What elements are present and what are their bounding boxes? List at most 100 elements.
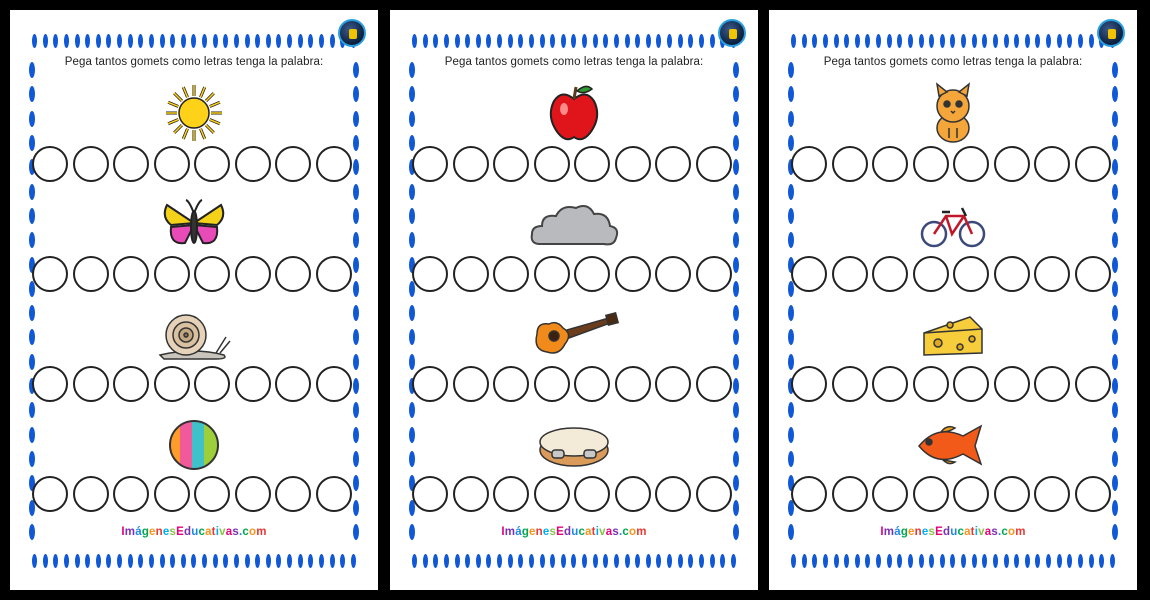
gomet-circle[interactable] [153, 366, 190, 402]
gomet-circle[interactable] [412, 366, 448, 402]
gomet-circle[interactable] [953, 366, 990, 402]
gomet-circle[interactable] [194, 366, 231, 402]
gomet-circle[interactable] [113, 366, 150, 402]
gomet-circle[interactable] [72, 146, 109, 182]
gomet-circle[interactable] [993, 146, 1030, 182]
gomet-circle[interactable] [872, 146, 909, 182]
gomet-circle[interactable] [32, 476, 68, 512]
gomet-circle[interactable] [32, 256, 68, 292]
gomet-circle[interactable] [953, 256, 990, 292]
gomet-circle[interactable] [574, 476, 611, 512]
gomet-circle[interactable] [32, 146, 68, 182]
gomet-circle[interactable] [872, 476, 909, 512]
gomet-circle[interactable] [695, 146, 732, 182]
gomet-circle[interactable] [614, 146, 651, 182]
gomet-circle[interactable] [1034, 476, 1071, 512]
gomet-circle[interactable] [614, 256, 651, 292]
gomet-circle[interactable] [412, 476, 448, 512]
gomet-circle[interactable] [831, 476, 868, 512]
gomet-circle[interactable] [275, 146, 312, 182]
gomet-circle[interactable] [791, 146, 827, 182]
gomet-circle[interactable] [234, 366, 271, 402]
gomet-circle[interactable] [574, 366, 611, 402]
gomet-circle[interactable] [275, 476, 312, 512]
gomet-circle[interactable] [533, 366, 570, 402]
gomet-circle[interactable] [993, 476, 1030, 512]
gomet-circle[interactable] [315, 256, 352, 292]
gomet-circle[interactable] [194, 146, 231, 182]
gomet-circle[interactable] [234, 146, 271, 182]
gomet-circle[interactable] [315, 146, 352, 182]
gomet-circle[interactable] [953, 476, 990, 512]
gomet-circle[interactable] [614, 366, 651, 402]
gomet-circle[interactable] [113, 256, 150, 292]
gomet-circle[interactable] [452, 366, 489, 402]
gomet-circle[interactable] [32, 366, 68, 402]
gomet-circle[interactable] [872, 366, 909, 402]
gomet-circle[interactable] [695, 256, 732, 292]
gomet-circle[interactable] [1034, 146, 1071, 182]
gomet-circle[interactable] [655, 256, 692, 292]
gomet-circle[interactable] [831, 256, 868, 292]
gomet-circle[interactable] [695, 366, 732, 402]
gomet-circle[interactable] [234, 476, 271, 512]
gomet-circle[interactable] [993, 256, 1030, 292]
gomet-circle[interactable] [533, 476, 570, 512]
gomet-circle[interactable] [452, 476, 489, 512]
gomet-circle[interactable] [912, 476, 949, 512]
gomet-circle[interactable] [153, 256, 190, 292]
gomet-circle[interactable] [1074, 256, 1111, 292]
brand-logo-icon [718, 19, 746, 47]
gomet-circle[interactable] [113, 146, 150, 182]
gomet-circle[interactable] [412, 256, 448, 292]
gomet-circle[interactable] [831, 366, 868, 402]
gomet-circle[interactable] [412, 146, 448, 182]
gomet-circle[interactable] [315, 366, 352, 402]
gomet-circle[interactable] [275, 366, 312, 402]
gomet-circle[interactable] [791, 256, 827, 292]
gomet-circle[interactable] [493, 366, 530, 402]
gomet-circle[interactable] [912, 366, 949, 402]
gomet-circle[interactable] [655, 366, 692, 402]
gomet-circle[interactable] [493, 146, 530, 182]
gomet-circle[interactable] [1074, 366, 1111, 402]
gomet-circle[interactable] [791, 366, 827, 402]
gomet-circle[interactable] [1034, 366, 1071, 402]
gomet-circle[interactable] [993, 366, 1030, 402]
gomet-circle[interactable] [1074, 476, 1111, 512]
gomet-circle[interactable] [113, 476, 150, 512]
gomet-circle[interactable] [72, 366, 109, 402]
gomet-circle[interactable] [912, 256, 949, 292]
gomet-circle[interactable] [194, 256, 231, 292]
gomet-circle[interactable] [533, 256, 570, 292]
gomet-circle[interactable] [234, 256, 271, 292]
gomet-circle[interactable] [194, 476, 231, 512]
gomet-circle[interactable] [493, 256, 530, 292]
gomet-circle[interactable] [655, 476, 692, 512]
gomet-circle[interactable] [1074, 146, 1111, 182]
footer-website[interactable]: ImágenesEducativas.com [501, 526, 647, 538]
gomet-circle[interactable] [791, 476, 827, 512]
gomet-circle[interactable] [614, 476, 651, 512]
gomet-circle[interactable] [953, 146, 990, 182]
gomet-circle[interactable] [574, 256, 611, 292]
gomet-circle[interactable] [695, 476, 732, 512]
gomet-circle[interactable] [493, 476, 530, 512]
gomet-circle[interactable] [831, 146, 868, 182]
gomet-circle[interactable] [1034, 256, 1071, 292]
gomet-circle[interactable] [72, 256, 109, 292]
gomet-circle[interactable] [533, 146, 570, 182]
gomet-circle[interactable] [452, 256, 489, 292]
gomet-circle[interactable] [275, 256, 312, 292]
gomet-circle[interactable] [315, 476, 352, 512]
footer-website[interactable]: ImágenesEducativas.com [880, 526, 1026, 538]
gomet-circle[interactable] [72, 476, 109, 512]
gomet-circle[interactable] [912, 146, 949, 182]
gomet-circle[interactable] [153, 476, 190, 512]
gomet-circle[interactable] [872, 256, 909, 292]
footer-website[interactable]: ImágenesEducativas.com [121, 526, 267, 538]
gomet-circle[interactable] [574, 146, 611, 182]
gomet-circle[interactable] [153, 146, 190, 182]
gomet-circle[interactable] [655, 146, 692, 182]
gomet-circle[interactable] [452, 146, 489, 182]
